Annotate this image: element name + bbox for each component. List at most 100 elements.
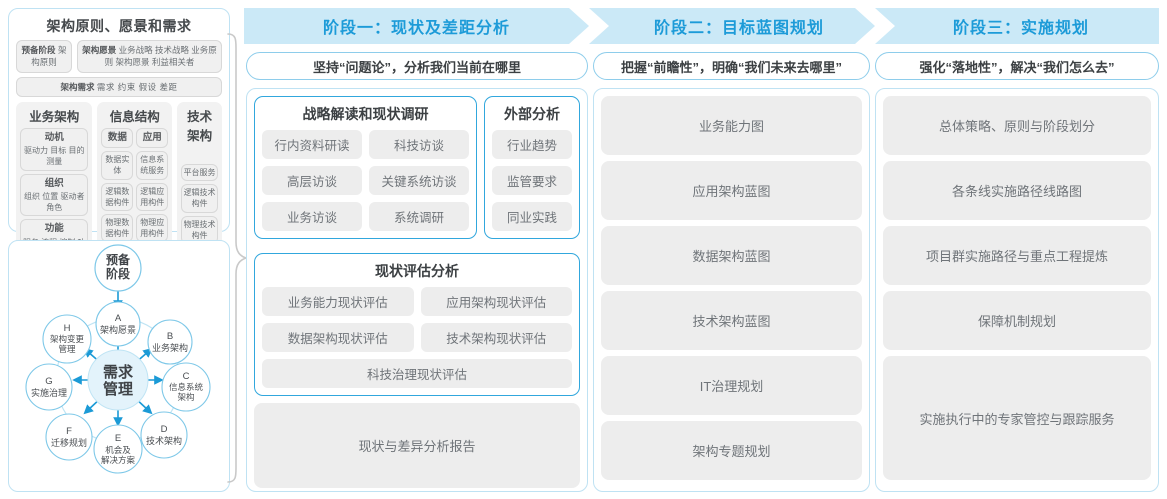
pill-overall-strategy-principles-phasing[interactable]: 总体策略、原则与阶段划分	[883, 96, 1151, 155]
pill-internal-material-study[interactable]: 行内资料研读	[262, 130, 362, 159]
pill-architecture-topic-planning[interactable]: 架构专题规划	[601, 421, 862, 480]
phase-1-top-row: 战略解读和现状调研 行内资料研读 科技访谈 高层访谈 关键系统访谈 业务访谈 系…	[254, 96, 580, 246]
architecture-vision-tile: 架构愿景 业务战略 技术战略 业务原则 架构愿景 利益相关者	[77, 40, 222, 73]
physical-application-component-tile: 物理应用构件	[136, 213, 169, 243]
adm-node-f-label: 迁移规划	[51, 437, 87, 448]
adm-cycle-panel: 预备 阶段 需求 管理 A 架构愿景 B 业务架构 C 信息系统 架构	[8, 240, 230, 492]
adm-node-e-key: E	[115, 433, 121, 444]
adm-cycle-diagram: 预备 阶段 需求 管理 A 架构愿景 B 业务架构 C 信息系统 架构	[25, 244, 211, 474]
information-structure-title: 信息结构	[109, 109, 160, 124]
adm-node-c-label2: 架构	[177, 392, 194, 402]
phases-region: 阶段一：现状及差距分析 阶段二：目标蓝图规划 阶段三：实施规划 坚持“问题论”，…	[244, 8, 1159, 492]
pill-program-implementation-path[interactable]: 项目群实施路径与重点工程提炼	[883, 226, 1151, 285]
pill-business-interview[interactable]: 业务访谈	[262, 202, 362, 231]
adm-node-h-label1: 架构变更	[50, 334, 85, 344]
pill-data-architecture-assessment[interactable]: 数据架构现状评估	[262, 323, 414, 352]
adm-node-f-key: F	[66, 426, 72, 437]
application-head-tile: 应用	[136, 127, 169, 149]
information-system-service-tile: 信息系统服务	[136, 151, 169, 180]
adm-prelim-line2: 阶段	[106, 266, 131, 281]
adm-node-b-key: B	[167, 331, 173, 342]
phase-3-subheader: 强化“落地性”，解决“我们怎么去”	[875, 52, 1159, 80]
pill-peer-practice[interactable]: 同业实践	[492, 202, 572, 231]
platform-service-tile: 平台服务	[181, 163, 218, 182]
adm-prelim-line1: 预备	[106, 252, 131, 267]
application-subcolumn: 应用 信息系统服务 逻辑应用构件 物理应用构件	[136, 127, 169, 243]
architecture-principles-title: 架构原则、愿景和需求	[46, 18, 192, 34]
pill-executive-interview[interactable]: 高层访谈	[262, 166, 362, 195]
phase-1-header: 阶段一：现状及差距分析	[322, 20, 510, 37]
phase-3-header: 阶段三：实施规划	[952, 20, 1089, 37]
data-head-tile: 数据	[101, 127, 134, 149]
strategy-research-row-1: 行内资料研读 科技访谈	[262, 130, 469, 159]
architecture-vision-body: 业务战略 技术战略 业务原则 架构愿景 利益相关者	[104, 45, 217, 68]
adm-node-a-key: A	[115, 313, 122, 324]
pill-line-implementation-roadmap[interactable]: 各条线实施路径线路图	[883, 161, 1151, 220]
phase-1-body: 战略解读和现状调研 行内资料研读 科技访谈 高层访谈 关键系统访谈 业务访谈 系…	[246, 88, 588, 492]
adm-node-a-label: 架构愿景	[100, 324, 136, 335]
pill-technology-architecture-blueprint[interactable]: 技术架构蓝图	[601, 291, 862, 350]
strategy-research-row-2: 高层访谈 关键系统访谈	[262, 166, 469, 195]
current-state-assessment-title: 现状评估分析	[375, 263, 459, 279]
pill-data-architecture-blueprint[interactable]: 数据架构蓝图	[601, 226, 862, 285]
adm-node-h-label2: 管理	[58, 344, 76, 354]
adm-node-e-label2: 解决方案	[101, 455, 136, 465]
pill-technology-architecture-assessment[interactable]: 技术架构现状评估	[420, 323, 572, 352]
strategy-research-title: 战略解读和现状调研	[302, 106, 429, 122]
pill-expert-control-tracking-service[interactable]: 实施执行中的专家管控与跟踪服务	[883, 356, 1151, 480]
pill-application-architecture-assessment[interactable]: 应用架构现状评估	[420, 287, 572, 316]
motivation-body: 驱动力 目标 目的 测量	[24, 146, 85, 167]
adm-node-g-key: G	[45, 376, 52, 387]
pill-industry-trend[interactable]: 行业趋势	[492, 130, 572, 159]
architecture-domains-row: 业务架构 动机 驱动力 目标 目的 测量 组织 组织 位置 驱动者 角色 功能 …	[16, 101, 222, 265]
logical-application-component-tile: 逻辑应用构件	[136, 182, 169, 211]
technology-architecture-title: 技术架构	[187, 109, 213, 143]
current-state-assessment-card: 现状评估分析 业务能力现状评估 应用架构现状评估 数据架构现状评估 技术架构现状…	[254, 253, 580, 396]
technology-architecture-column: 技术架构 平台服务 逻辑技术构件 物理技术构件	[177, 101, 222, 265]
phase-2-header: 阶段二：目标蓝图规划	[653, 20, 824, 37]
physical-data-component-tile: 物理数据构件	[101, 213, 134, 243]
adm-center-line2: 管理	[103, 380, 133, 398]
logical-data-component-tile: 逻辑数据构件	[101, 182, 134, 211]
phase-header-band	[244, 8, 1159, 44]
application-head: 应用	[142, 131, 162, 143]
pill-system-survey[interactable]: 系统调研	[369, 202, 469, 231]
assessment-row-3: 科技治理现状评估	[262, 359, 572, 388]
pill-assurance-mechanism-planning[interactable]: 保障机制规划	[883, 291, 1151, 350]
logical-technology-component-tile: 逻辑技术构件	[181, 184, 218, 213]
pill-it-governance-planning[interactable]: IT治理规划	[601, 356, 862, 415]
motivation-tile: 动机 驱动力 目标 目的 测量	[20, 127, 89, 171]
pill-key-system-interview[interactable]: 关键系统访谈	[369, 166, 469, 195]
pill-regulatory-requirement[interactable]: 监管要求	[492, 166, 572, 195]
pill-business-capability-map[interactable]: 业务能力图	[601, 96, 862, 155]
gap-analysis-report[interactable]: 现状与差异分析报告	[254, 403, 580, 488]
assessment-row-2: 数据架构现状评估 技术架构现状评估	[262, 323, 572, 352]
strategy-research-card: 战略解读和现状调研 行内资料研读 科技访谈 高层访谈 关键系统访谈 业务访谈 系…	[254, 96, 477, 239]
phase-2-subheader: 把握“前瞻性”，明确“我们未来去哪里”	[593, 52, 870, 80]
pill-application-architecture-blueprint[interactable]: 应用架构蓝图	[601, 161, 862, 220]
pill-business-capability-assessment[interactable]: 业务能力现状评估	[262, 287, 414, 316]
strategy-research-row-3: 业务访谈 系统调研	[262, 202, 469, 231]
adm-node-e-label1: 机会及	[105, 445, 131, 455]
data-subcolumn: 数据 数据实体 逻辑数据构件 物理数据构件	[101, 127, 134, 243]
adm-node-g-label: 实施治理	[31, 387, 67, 398]
adm-node-c-label1: 信息系统	[169, 382, 204, 392]
phase-2-body: 业务能力图 应用架构蓝图 数据架构蓝图 技术架构蓝图 IT治理规划 架构专题规划	[593, 88, 870, 492]
architecture-requirements-head: 架构需求	[60, 81, 95, 92]
pill-tech-interview[interactable]: 科技访谈	[369, 130, 469, 159]
architecture-vision-head: 架构愿景	[82, 45, 117, 55]
information-structure-split: 数据 数据实体 逻辑数据构件 物理数据构件 应用 信息系统服务 逻辑应用构件	[101, 127, 169, 243]
architecture-requirements-body: 需求 约束 假设 差距	[96, 81, 178, 92]
pill-it-governance-assessment[interactable]: 科技治理现状评估	[262, 359, 572, 388]
external-analysis-card: 外部分析 行业趋势 监管要求 同业实践	[484, 96, 580, 239]
left-column: 架构原则、愿景和需求 预备阶段 架构原则 架构愿景 业务战略 技术战略 业务原则…	[8, 8, 230, 492]
information-structure-column: 信息结构 数据 数据实体 逻辑数据构件 物理数据构件 应用	[97, 101, 173, 265]
prelim-phase-body: 架构原则	[31, 45, 67, 68]
prelim-phase-tile: 预备阶段 架构原则	[16, 40, 72, 73]
architecture-requirements-tile: 架构需求 需求 约束 假设 差距	[16, 76, 222, 97]
prelim-phase-head: 预备阶段	[21, 45, 56, 55]
business-architecture-title: 业务架构	[29, 109, 80, 124]
adm-node-d-key: D	[161, 424, 168, 435]
adm-node-c-key: C	[183, 371, 190, 382]
